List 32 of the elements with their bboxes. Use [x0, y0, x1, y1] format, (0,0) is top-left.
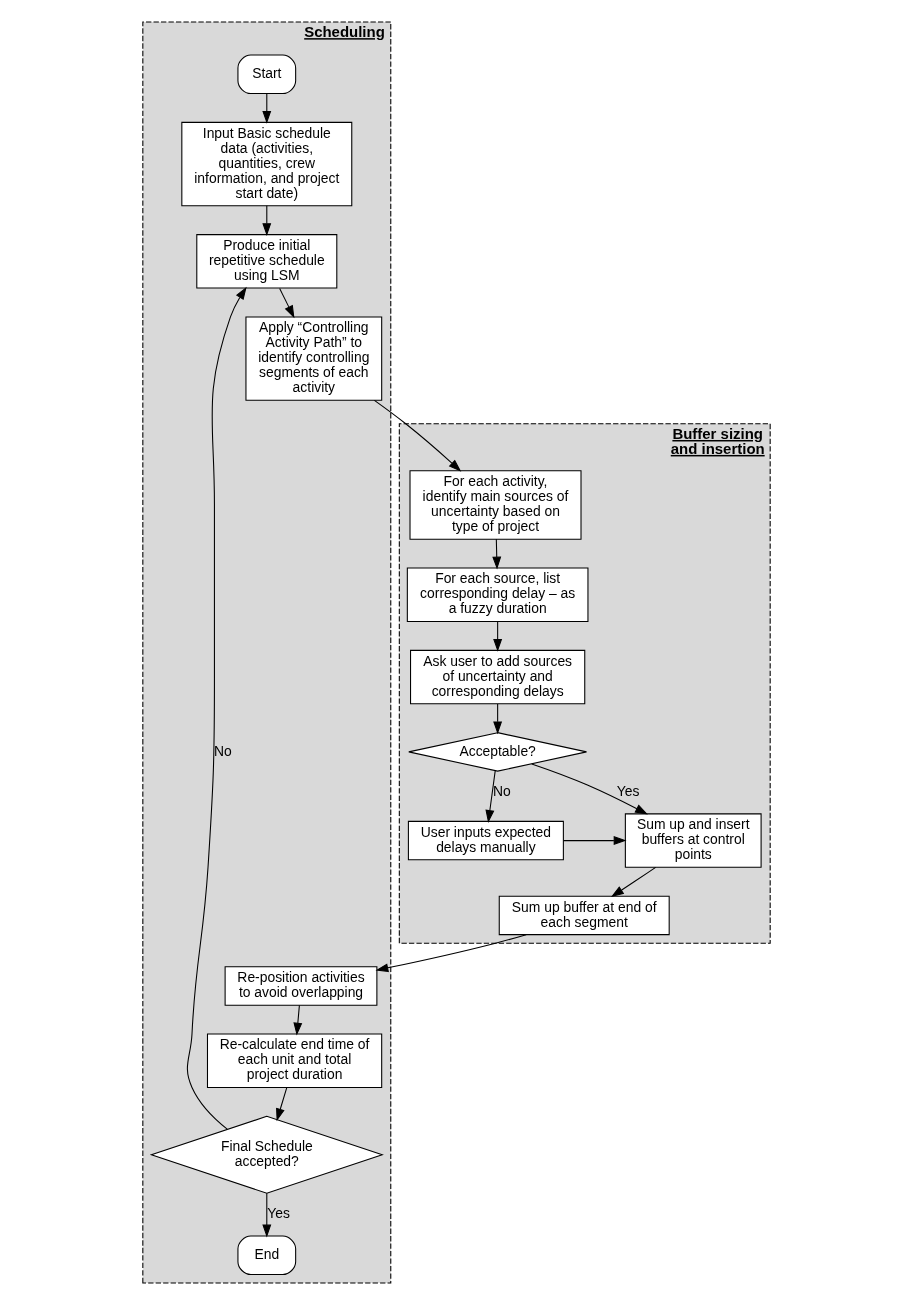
- arrow: [375, 933, 527, 972]
- node-box: Ask user to add sources of uncertainty and corresponding delays: [410, 649, 586, 704]
- arrow: [373, 399, 462, 472]
- node-box: Sum up and insert buffers at control points: [624, 812, 762, 868]
- node-box: Input Basic schedule data (activities, quantities, crew information, and project start date): [181, 121, 353, 206]
- arrow: [279, 287, 295, 318]
- node-box: Re-calculate end time of each unit and total project duration: [206, 1033, 383, 1088]
- arrow: [563, 835, 627, 845]
- arrow: [262, 1192, 272, 1237]
- arrow: [186, 286, 247, 1130]
- node-diamond: Acceptable?: [408, 731, 588, 772]
- arrow: [293, 1004, 303, 1036]
- node-box: Re-position activities to avoid overlapping: [224, 965, 378, 1006]
- edge-label: No: [214, 742, 232, 759]
- edge-label: Yes: [267, 1204, 290, 1221]
- node-box: Sum up buffer at end of each segment: [498, 895, 670, 935]
- node-box: Apply “Controlling Activity Path” to identify controlling segments of each activity: [245, 315, 383, 401]
- arrow: [531, 762, 648, 814]
- arrow: [492, 538, 502, 570]
- node-box: For each source, list corresponding delay – as a fuzzy duration: [406, 567, 589, 622]
- node-box: User inputs expected delays manually: [407, 820, 564, 860]
- node-box: End: [237, 1235, 297, 1275]
- arrow: [276, 1086, 288, 1121]
- arrow: [485, 769, 496, 823]
- arrow: [262, 92, 272, 124]
- node-box: For each activity, identify main sources of uncertainty based on type of project: [409, 469, 582, 540]
- arrow: [611, 866, 657, 897]
- node-box: Start: [237, 54, 297, 94]
- edge-label: Yes: [616, 782, 640, 799]
- node-box: Produce initial repetitive schedule using LSM: [196, 233, 338, 289]
- node-diamond: Final Schedule accepted?: [149, 1115, 384, 1194]
- edge-label: No: [493, 782, 511, 799]
